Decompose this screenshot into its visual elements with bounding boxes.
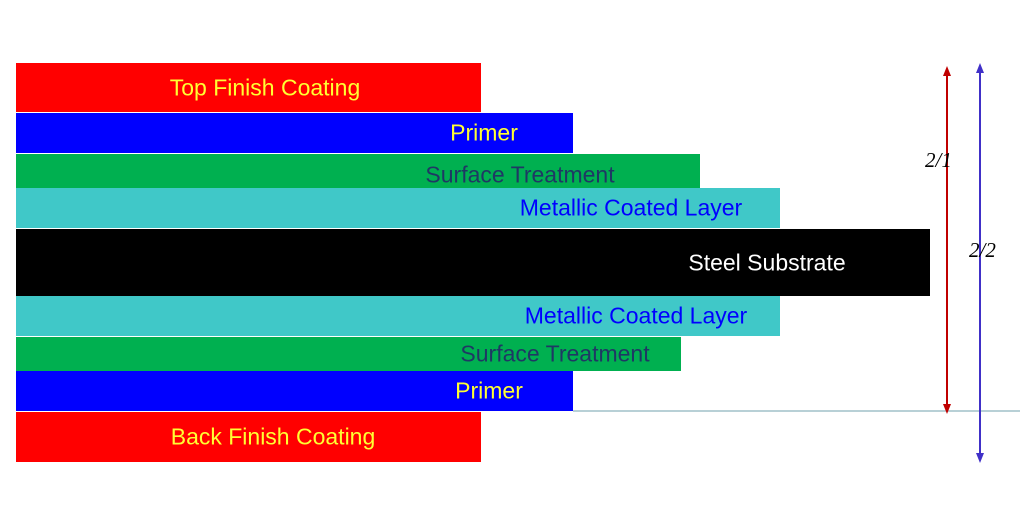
layer-back-finish-coating: Back Finish Coating xyxy=(16,412,481,462)
dimension-arrow-2-2 xyxy=(976,63,984,463)
layer-primer-top: Primer xyxy=(16,113,573,153)
layer-label: Metallic Coated Layer xyxy=(524,302,748,329)
layer-label: Surface Treatment xyxy=(425,161,615,188)
layer-steel-substrate: Steel Substrate xyxy=(16,229,930,296)
layer-primer-bottom: Primer xyxy=(16,371,573,411)
layer-label: Surface Treatment xyxy=(460,340,650,367)
layer-surface-treatment-bottom: Surface Treatment xyxy=(16,337,681,371)
dimension-label-2-2: 2/2 xyxy=(969,238,996,262)
dimension-arrow-2-1 xyxy=(943,66,951,414)
layer-metallic-coated-top: Metallic Coated Layer xyxy=(16,188,780,228)
layer-label: Steel Substrate xyxy=(688,249,846,275)
layer-surface-treatment-top: Surface Treatment xyxy=(16,154,700,188)
layer-label: Primer xyxy=(455,377,523,404)
layer-label: Top Finish Coating xyxy=(169,74,361,100)
dimension-label-2-1: 2/1 xyxy=(925,148,952,172)
layer-metallic-coated-bottom: Metallic Coated Layer xyxy=(16,296,780,336)
layer-label: Metallic Coated Layer xyxy=(519,194,743,221)
layer-label: Primer xyxy=(450,119,518,146)
layer-label: Back Finish Coating xyxy=(170,423,376,450)
layer-top-finish-coating: Top Finish Coating xyxy=(16,63,481,112)
